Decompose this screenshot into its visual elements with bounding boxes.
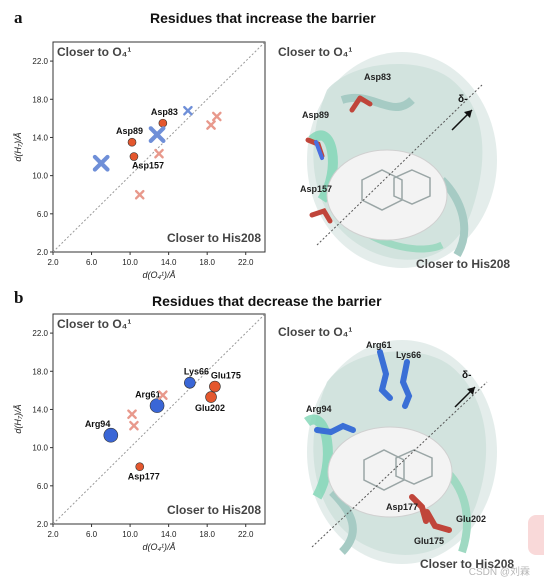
residue-label-asp89: Asp89 [302, 110, 329, 120]
data-point-x-marker [92, 154, 110, 172]
residue-label-asp83: Asp83 [364, 72, 391, 82]
residue-label-asp177: Asp177 [386, 502, 418, 512]
data-point-x-marker [127, 409, 137, 420]
data-label-arg94: Arg94 [85, 419, 111, 429]
residue-label-lys66: Lys66 [396, 350, 421, 360]
protein-structure-image-b: Closer to O₄¹ Closer to His208 Arg61 Lys… [278, 325, 514, 571]
data-point-asp157 [129, 152, 139, 161]
data-point-glu175 [209, 380, 221, 393]
data-point-x-marker [148, 126, 166, 143]
panel-b-letter: b [14, 288, 24, 307]
data-label-asp177: Asp177 [128, 472, 160, 482]
residue-label-glu202: Glu202 [456, 514, 486, 524]
data-label-glu202: Glu202 [195, 403, 225, 413]
y-tick-label: 2.0 [37, 248, 49, 257]
data-point-x-marker [129, 420, 139, 431]
watermark-text: CSDN @刘霖 [468, 567, 530, 578]
scatter-plot-a: 2.02.0 6.0 6.0 10.0 10.0 14.0 14.0 18.0 18.0 22.0… [13, 41, 266, 280]
plot-frame [52, 41, 266, 253]
protein-label-closer-to-his208-b: Closer to His208 [420, 557, 514, 571]
annotation-closer-to-o4: Closer to O₄¹ [57, 317, 131, 331]
data-point-asp177 [135, 462, 145, 472]
annotation-closer-to-his208: Closer to His208 [167, 231, 261, 245]
x-tick-label: 22.0 [238, 258, 254, 267]
data-point-asp89 [127, 137, 137, 147]
data-point-arg61 [149, 398, 165, 413]
data-point-x-marker [212, 111, 222, 122]
residue-label-arg94: Arg94 [306, 404, 332, 414]
data-point-x-marker [183, 105, 193, 116]
y-tick-label: 18.0 [32, 367, 48, 376]
protein-label-closer-to-his208-a: Closer to His208 [416, 257, 510, 271]
y-tick-label: 2.0 [37, 520, 49, 529]
panel-a-letter: a [14, 8, 23, 27]
x-tick-label: 2.0 [47, 258, 59, 267]
data-label-arg61: Arg61 [135, 390, 161, 400]
x-tick-label: 10.0 [122, 530, 138, 539]
data-label-asp157: Asp157 [132, 161, 164, 171]
data-label-lys66: Lys66 [184, 367, 209, 377]
data-point-lys66 [184, 376, 196, 389]
x-axis-label: d(O₄¹)/Å [142, 270, 175, 280]
x-tick-label: 10.0 [122, 258, 138, 267]
annotation-closer-to-o4: Closer to O₄¹ [57, 45, 131, 59]
x-tick-label: 22.0 [238, 530, 254, 539]
delta-arrow-label-b: δ- [462, 370, 471, 381]
data-label-asp89: Asp89 [116, 126, 143, 136]
x-axis-label: d(O₄¹)/Å [142, 542, 175, 552]
y-tick-label: 14.0 [32, 405, 48, 414]
x-tick-label: 18.0 [199, 258, 215, 267]
data-point-glu202 [205, 391, 217, 403]
x-tick-label: 14.0 [161, 258, 177, 267]
y-tick-label: 6.0 [37, 210, 49, 219]
protein-ribbon-b [304, 340, 497, 564]
x-tick-label: 18.0 [199, 530, 215, 539]
y-tick-label: 14.0 [32, 133, 48, 142]
data-point-x-marker [134, 189, 145, 200]
protein-structure-image-a: Closer to O₄¹ Closer to His208 Asp83 Asp… [278, 45, 510, 271]
y-tick-label: 18.0 [32, 95, 48, 104]
data-label-glu175: Glu175 [211, 371, 241, 381]
y-tick-label: 10.0 [32, 172, 48, 181]
annotation-closer-to-his208: Closer to His208 [167, 503, 261, 517]
residue-label-arg61: Arg61 [366, 340, 392, 350]
x-tick-label: 14.0 [161, 530, 177, 539]
residue-label-asp157: Asp157 [300, 184, 332, 194]
y-tick-label: 10.0 [32, 444, 48, 453]
data-label-asp83: Asp83 [151, 107, 178, 117]
protein-label-closer-to-o4-b: Closer to O₄¹ [278, 325, 352, 339]
data-point-arg94 [103, 427, 119, 443]
y-axis-label: d(H₇)/Å [13, 132, 23, 161]
data-point-x-marker [154, 148, 164, 159]
data-point-x-marker [158, 390, 168, 400]
scatter-plot-b: 2.02.0 6.0 6.0 10.0 10.0 14.0 14.0 18.0 18.0 22.0… [13, 313, 266, 552]
y-tick-label: 22.0 [32, 329, 48, 338]
data-point-x-marker [206, 120, 216, 130]
plot-frame [52, 313, 266, 525]
protein-label-closer-to-o4-a: Closer to O₄¹ [278, 45, 352, 59]
residue-label-glu175: Glu175 [414, 536, 444, 546]
y-axis-label: d(H₇)/Å [13, 404, 23, 433]
data-point-asp83 [158, 118, 168, 128]
protein-ribbon-a [305, 52, 497, 268]
corner-decoration [528, 515, 544, 555]
y-tick-label: 6.0 [37, 482, 49, 491]
x-tick-label: 2.0 [47, 530, 59, 539]
delta-arrow-label-a: δ- [458, 94, 467, 105]
diagonal-reference-line [52, 313, 266, 525]
diagonal-reference-line [52, 41, 266, 253]
x-tick-label: 6.0 [86, 530, 98, 539]
y-tick-label: 22.0 [32, 57, 48, 66]
x-tick-label: 6.0 [86, 258, 98, 267]
panel-a-title: Residues that increase the barrier [150, 10, 376, 26]
panel-b-title: Residues that decrease the barrier [152, 293, 382, 309]
